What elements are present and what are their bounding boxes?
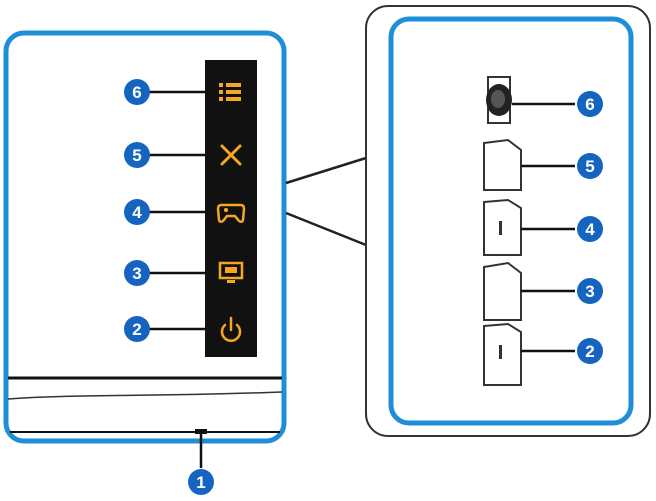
input-source-icon — [218, 261, 244, 283]
callout-badge: 6 — [577, 91, 603, 117]
bezel-curve-line — [7, 391, 283, 400]
callout-badge: 5 — [124, 142, 150, 168]
left-callout-row: 6 — [124, 79, 241, 105]
callout-badge: 4 — [124, 199, 150, 225]
power-icon — [220, 316, 242, 342]
svg-text:6: 6 — [132, 83, 141, 102]
side-button — [483, 198, 522, 256]
svg-text:2: 2 — [132, 320, 141, 339]
zoom-connector — [285, 156, 367, 247]
svg-text:4: 4 — [132, 203, 142, 222]
gamepad-icon — [216, 203, 246, 224]
svg-text:3: 3 — [585, 282, 594, 301]
left-callouts: 6 5 4 — [124, 79, 246, 495]
side-button-row: 5 — [483, 138, 603, 191]
osd-icon-bar — [205, 60, 257, 357]
menu-icon — [219, 83, 241, 101]
callout-badge: 4 — [577, 216, 603, 242]
button-nub — [499, 345, 502, 359]
callout-badge: 2 — [124, 316, 150, 342]
left-callout-row: 5 — [124, 142, 242, 168]
svg-text:5: 5 — [132, 146, 141, 165]
svg-text:5: 5 — [585, 157, 594, 176]
left-callout-row: 2 — [124, 316, 242, 342]
side-button — [483, 322, 522, 386]
side-button — [483, 138, 522, 191]
power-indicator-callout: 1 — [188, 429, 214, 495]
svg-text:3: 3 — [132, 264, 141, 283]
side-button-row: 3 — [483, 261, 603, 321]
left-callout-row: 4 — [124, 199, 246, 225]
callout-badge: 3 — [124, 260, 150, 286]
close-icon — [220, 144, 242, 166]
power-indicator-led — [195, 429, 207, 434]
svg-text:1: 1 — [196, 473, 205, 492]
button-nub — [499, 221, 502, 235]
callout-badge: 5 — [577, 153, 603, 179]
side-button — [483, 261, 522, 321]
callout-badge: 2 — [577, 338, 603, 364]
side-buttons: 6 5 4 3 — [483, 76, 603, 386]
side-button-row: 6 — [486, 76, 603, 124]
svg-text:2: 2 — [585, 342, 594, 361]
monitor-front-view — [3, 30, 287, 444]
svg-text:6: 6 — [585, 95, 594, 114]
svg-text:4: 4 — [585, 220, 595, 239]
side-button-row: 4 — [483, 198, 603, 256]
left-callout-row: 3 — [124, 260, 244, 286]
callout-badge: 6 — [124, 79, 150, 105]
side-button-row: 2 — [483, 322, 603, 386]
callout-badge: 1 — [188, 469, 214, 495]
joystick-button — [486, 76, 512, 124]
callout-badge: 3 — [577, 278, 603, 304]
